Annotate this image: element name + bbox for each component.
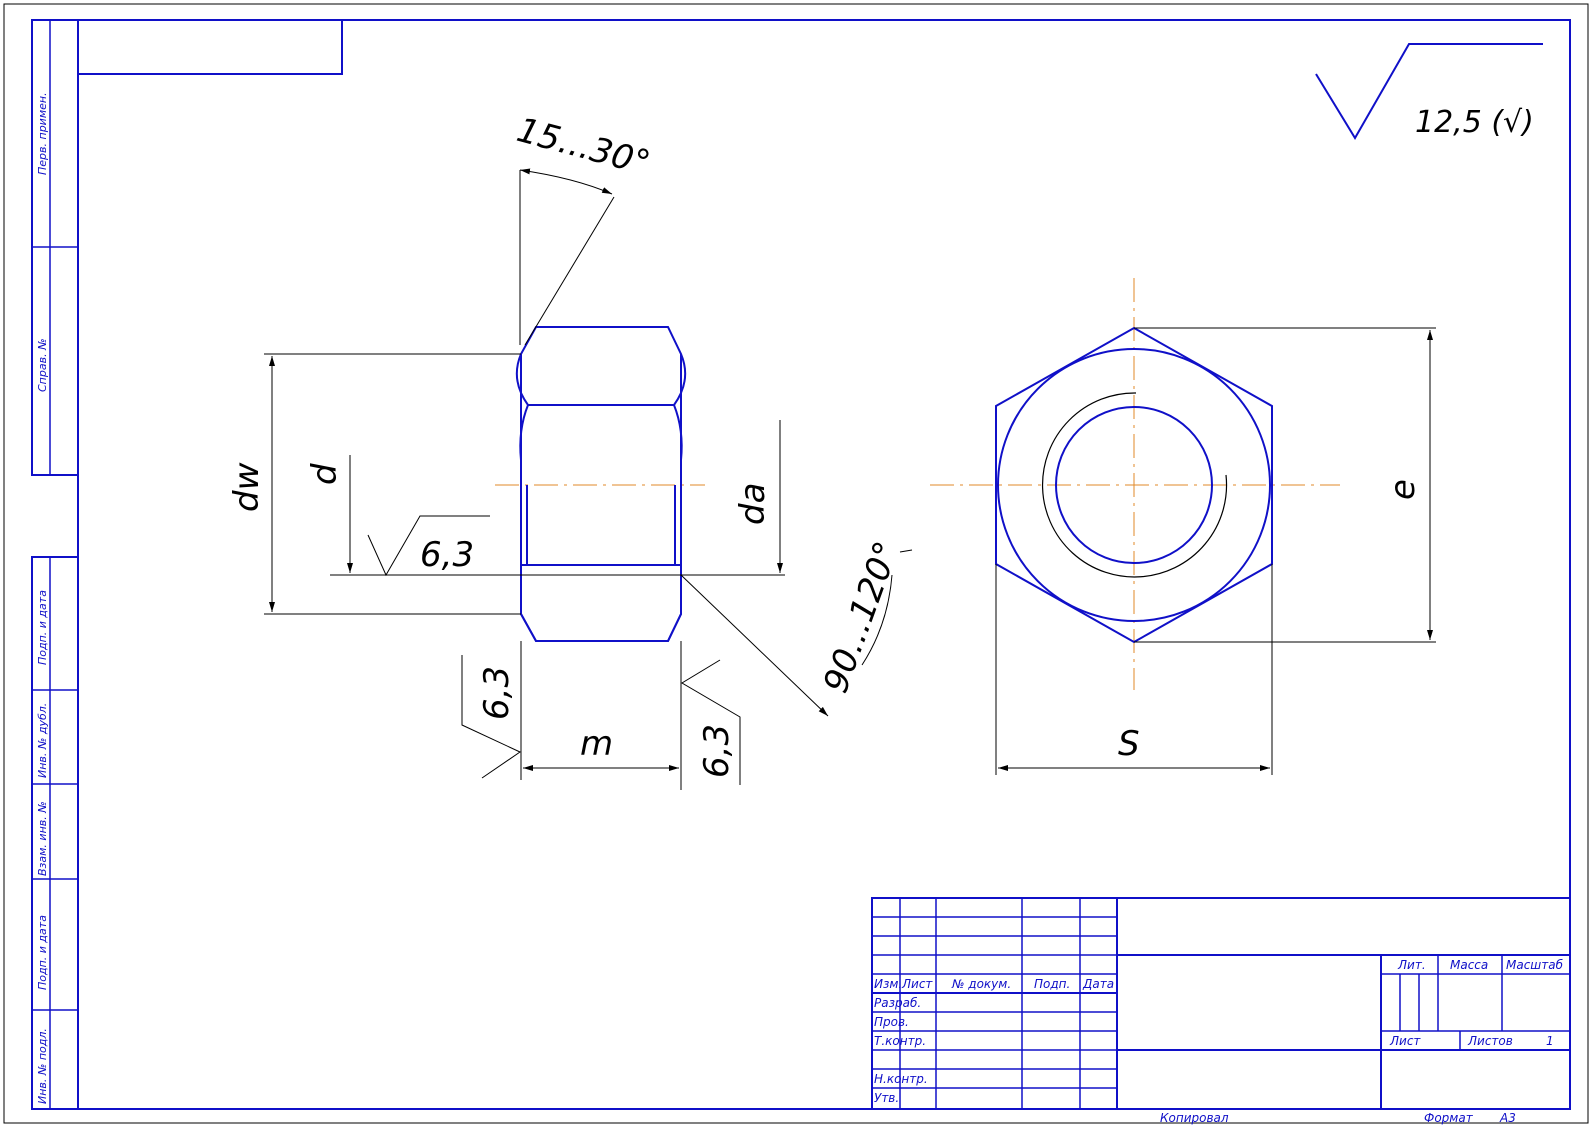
outer-border: [3, 3, 1589, 1124]
tb-data: Дата: [1082, 977, 1114, 991]
tb-nkontr: Н.контр.: [874, 1072, 928, 1086]
nut-side-view: [495, 326, 705, 642]
tb-list2: Лист: [1389, 1034, 1421, 1048]
d-label: d: [305, 463, 345, 485]
da-label: da: [733, 483, 773, 525]
tb-masshtab: Масштаб: [1506, 958, 1564, 972]
tb-razrab: Разраб.: [874, 996, 921, 1010]
chamfer-angle-label: 15...30°: [513, 110, 655, 184]
dimension-da: da: [733, 420, 783, 573]
title-block: Изм. Лист № докум. Подп. Дата Разраб. Пр…: [871, 897, 1571, 1110]
dimension-e: e: [1134, 327, 1436, 643]
roughness-bore-label: 6,3: [420, 535, 474, 575]
tb-listov-value: 1: [1546, 1034, 1554, 1048]
general-roughness-value: 12,5 (√): [1415, 105, 1534, 140]
m-label: m: [580, 724, 613, 764]
dimension-m: m: [520, 641, 682, 790]
tb-massa: Масса: [1450, 958, 1488, 972]
dimension-d: d: [305, 455, 785, 576]
tb-prov: Пров.: [874, 1015, 909, 1029]
nut-top-view: [930, 278, 1340, 690]
side-strip: Перв. примен. Справ. № Подп. и дата Инв.…: [31, 19, 79, 1110]
side-label-perv-primen: Перв. примен.: [36, 92, 49, 175]
footer-format-value: A3: [1499, 1111, 1516, 1125]
tb-utv: Утв.: [874, 1091, 899, 1105]
side-label-inv-dubl: Инв. № дубл.: [36, 703, 49, 778]
s-label: S: [1118, 724, 1140, 764]
tb-tkontr: Т.контр.: [874, 1034, 926, 1048]
dw-label: dw: [227, 462, 267, 512]
tb-list: Лист: [901, 977, 933, 991]
countersink-angle-label: 90...120°: [816, 536, 907, 698]
side-label-sprav-no: Справ. №: [36, 338, 49, 392]
dimension-s: S: [995, 564, 1273, 775]
drawing-frame: [77, 19, 1571, 1110]
dimension-dw: dw: [227, 353, 521, 615]
tb-lit: Лит.: [1397, 958, 1426, 972]
e-label: e: [1383, 479, 1423, 500]
side-label-vzam-inv: Взам. инв. №: [36, 801, 49, 876]
dimension-chamfer-angle: 15...30°: [513, 110, 655, 346]
top-left-box: [78, 20, 343, 75]
tb-listov: Листов: [1467, 1034, 1513, 1048]
side-label-podp-data-2: Подп. и дата: [36, 915, 49, 990]
roughness-left-symbol: 6,3: [461, 655, 522, 779]
roughness-left-label: 6,3: [477, 666, 517, 720]
roughness-right-label: 6,3: [697, 724, 737, 778]
roughness-right-symbol: 6,3: [681, 659, 741, 785]
tb-podp: Подп.: [1034, 977, 1070, 991]
side-label-inv-podl: Инв. № подл.: [36, 1028, 49, 1104]
footer-format-label: Формат: [1424, 1111, 1474, 1125]
tb-izm: Изм.: [874, 977, 902, 991]
dimension-countersink-angle: 90...120°: [680, 536, 913, 717]
roughness-bore-symbol: 6,3: [367, 515, 490, 577]
footer-copied: Копировал: [1160, 1111, 1229, 1125]
tb-dokum: № докум.: [951, 977, 1011, 991]
general-roughness-symbol: 12,5 (√): [1315, 43, 1543, 140]
side-label-podp-data-1: Подп. и дата: [36, 590, 49, 665]
